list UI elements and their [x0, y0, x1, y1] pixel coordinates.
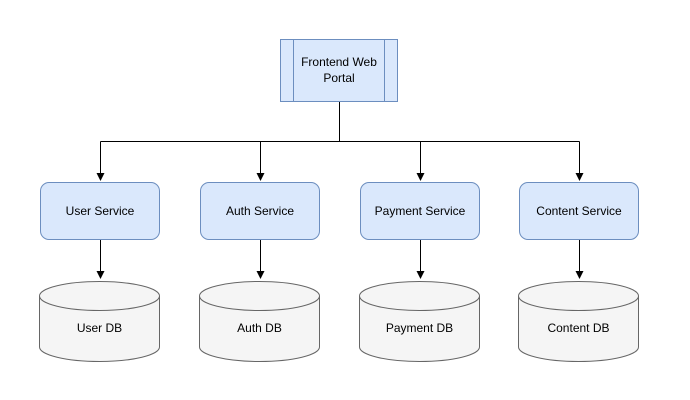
process-bar-right: [384, 40, 385, 101]
service-node-payment[interactable]: Payment Service: [360, 182, 480, 240]
db-node-payment[interactable]: Payment DB: [359, 281, 480, 362]
cylinder-shape: [39, 281, 160, 362]
tree-connector: [100, 102, 580, 272]
service-node-user[interactable]: User Service: [40, 182, 160, 240]
cylinder-shape: [518, 281, 639, 362]
service-node-auth[interactable]: Auth Service: [200, 182, 320, 240]
db-node-user[interactable]: User DB: [39, 281, 160, 362]
cylinder-shape: [359, 281, 480, 362]
cylinder-shape: [199, 281, 320, 362]
service-label: User Service: [65, 204, 135, 218]
frontend-node[interactable]: Frontend Web Portal: [280, 39, 398, 102]
process-bar-left: [293, 40, 294, 101]
db-node-auth[interactable]: Auth DB: [199, 281, 320, 362]
db-node-content[interactable]: Content DB: [518, 281, 639, 362]
service-label: Auth Service: [225, 204, 295, 218]
arrowheads: [96, 173, 584, 279]
service-label: Payment Service: [374, 204, 466, 218]
service-label: Content Service: [536, 204, 622, 218]
frontend-label: Frontend Web Portal: [301, 54, 377, 85]
service-node-content[interactable]: Content Service: [519, 182, 639, 240]
